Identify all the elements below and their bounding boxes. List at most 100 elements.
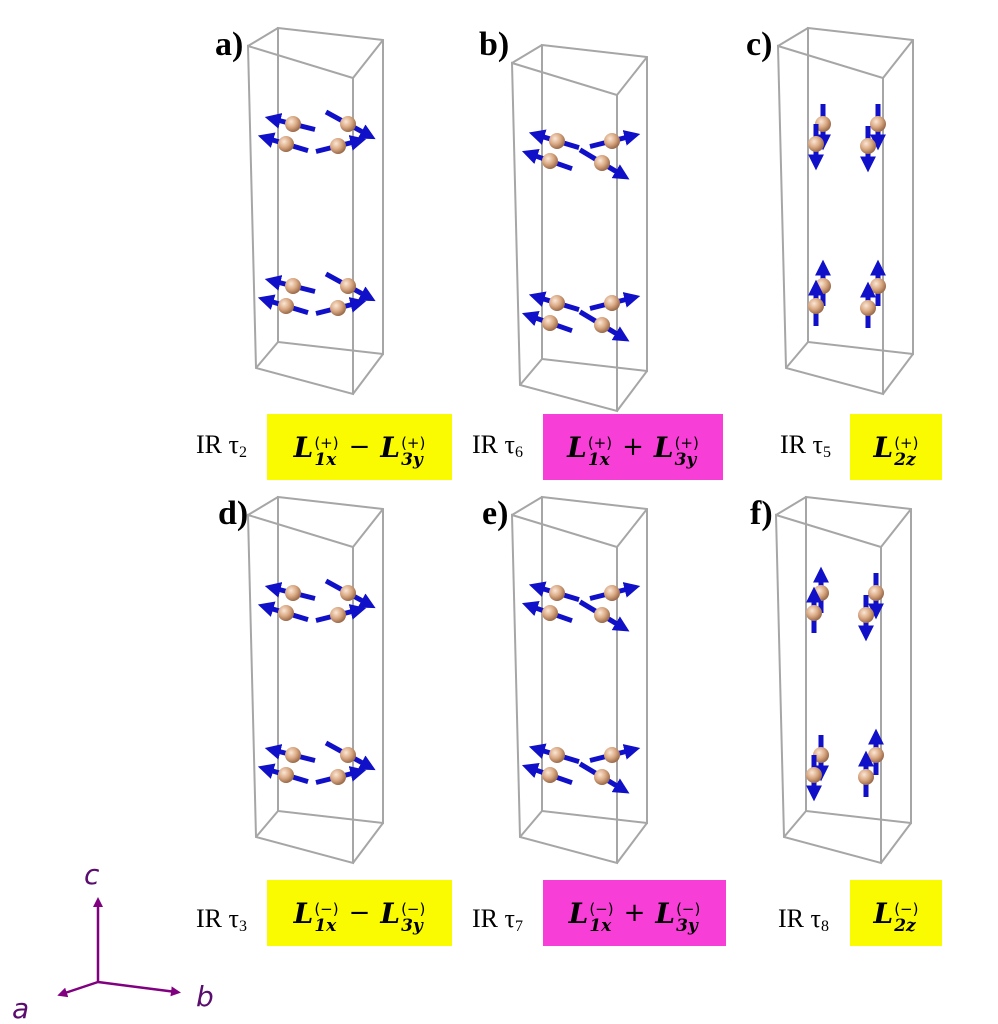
term-1: L(+)1x bbox=[293, 430, 339, 470]
atom bbox=[860, 300, 876, 316]
panel-label-e: e) bbox=[482, 495, 509, 532]
cell-edge bbox=[352, 822, 384, 864]
cell-front-face bbox=[246, 44, 354, 396]
b-axis bbox=[97, 980, 181, 997]
cell-edge bbox=[519, 810, 543, 838]
atom-layer bbox=[257, 578, 376, 623]
atom bbox=[340, 278, 356, 294]
cell-front-face bbox=[510, 513, 618, 865]
atom-layer bbox=[257, 271, 376, 316]
cell-front-face bbox=[776, 44, 884, 396]
ir-label-e: IR τ7 bbox=[472, 904, 523, 935]
atom-layer bbox=[521, 743, 641, 794]
atom bbox=[549, 133, 565, 149]
atom bbox=[542, 315, 558, 331]
atom bbox=[815, 116, 831, 132]
cell-edge bbox=[511, 44, 543, 64]
cell-front-face bbox=[246, 513, 354, 865]
cell-edge bbox=[352, 39, 384, 79]
atom-layer bbox=[257, 740, 376, 785]
atom bbox=[330, 300, 346, 316]
unit-cell-a bbox=[246, 26, 384, 396]
cell-edge bbox=[616, 822, 648, 864]
unit-cell-c bbox=[776, 26, 914, 396]
operator: + bbox=[622, 432, 644, 462]
ir-label-b: IR τ6 bbox=[472, 430, 523, 461]
atom bbox=[868, 585, 884, 601]
atom bbox=[278, 298, 294, 314]
atom bbox=[858, 769, 874, 785]
cell-edge bbox=[616, 56, 648, 96]
atom bbox=[860, 138, 876, 154]
cell-edge bbox=[880, 508, 912, 548]
cell-edge bbox=[511, 496, 543, 516]
atom bbox=[813, 747, 829, 763]
cell-edge bbox=[255, 810, 279, 838]
cell-edge bbox=[880, 822, 912, 864]
rep-box-d: L(−)1x − L(−)3y bbox=[267, 880, 452, 946]
cell-edge bbox=[882, 39, 914, 79]
term-2: L(−)3y bbox=[655, 896, 701, 936]
rep-box-f: L(−)2z bbox=[850, 880, 942, 946]
panel-label-c: c) bbox=[746, 26, 773, 63]
ir-label-a: IR τ2 bbox=[196, 430, 247, 461]
unit-cell-e bbox=[510, 495, 648, 865]
atom bbox=[330, 607, 346, 623]
atom bbox=[278, 767, 294, 783]
term-2: L(−)3y bbox=[380, 896, 426, 936]
atom bbox=[806, 605, 822, 621]
atom bbox=[808, 136, 824, 152]
cell-edge bbox=[352, 353, 384, 395]
atom bbox=[285, 278, 301, 294]
cell-edge bbox=[783, 810, 807, 838]
unit-cell-d bbox=[246, 495, 384, 865]
atom bbox=[285, 116, 301, 132]
rep-box-a: L(+)1x − L(+)3y bbox=[267, 414, 452, 480]
term-2: L(+)3y bbox=[653, 430, 699, 470]
ir-label-d: IR τ3 bbox=[196, 904, 247, 935]
term-1: L(+)2z bbox=[873, 430, 919, 470]
atom bbox=[549, 295, 565, 311]
cell-edge bbox=[775, 496, 807, 516]
atom bbox=[340, 747, 356, 763]
c-axis-label: c bbox=[84, 858, 100, 891]
term-1: L(−)2z bbox=[873, 896, 919, 936]
operator: + bbox=[623, 898, 646, 928]
atom-layer bbox=[805, 566, 885, 642]
rep-box-c: L(+)2z bbox=[850, 414, 942, 480]
atom bbox=[858, 607, 874, 623]
axes-indicator: c b a bbox=[12, 858, 214, 1024]
atom bbox=[340, 585, 356, 601]
term-2: L(+)3y bbox=[380, 430, 426, 470]
atom bbox=[542, 605, 558, 621]
rep-box-e: L(−)1x + L(−)3y bbox=[543, 880, 726, 946]
atom-layer bbox=[521, 291, 641, 342]
atom bbox=[868, 747, 884, 763]
atom bbox=[604, 585, 620, 601]
cell-front-face bbox=[774, 513, 882, 865]
operator: − bbox=[348, 898, 371, 928]
cell-edge bbox=[247, 496, 279, 516]
cell-edge bbox=[255, 341, 279, 369]
operator: − bbox=[348, 432, 371, 462]
cell-edge bbox=[785, 341, 809, 369]
term-1: L(−)1x bbox=[293, 896, 339, 936]
atom-layer bbox=[521, 129, 641, 180]
unit-cell-f bbox=[774, 495, 912, 865]
cell-edge bbox=[616, 370, 648, 412]
atom bbox=[542, 767, 558, 783]
ir-label-c: IR τ5 bbox=[780, 430, 831, 461]
atom bbox=[604, 133, 620, 149]
cell-edge bbox=[352, 508, 384, 548]
panel-label-a: a) bbox=[215, 26, 244, 63]
atom-layer bbox=[805, 728, 885, 802]
atom bbox=[594, 155, 610, 171]
atom bbox=[285, 585, 301, 601]
cell-edge bbox=[777, 27, 809, 47]
atom bbox=[278, 605, 294, 621]
term-1: L(+)1x bbox=[567, 430, 613, 470]
atom bbox=[808, 298, 824, 314]
panel-label-d: d) bbox=[218, 495, 249, 532]
atom-layer bbox=[807, 104, 887, 173]
